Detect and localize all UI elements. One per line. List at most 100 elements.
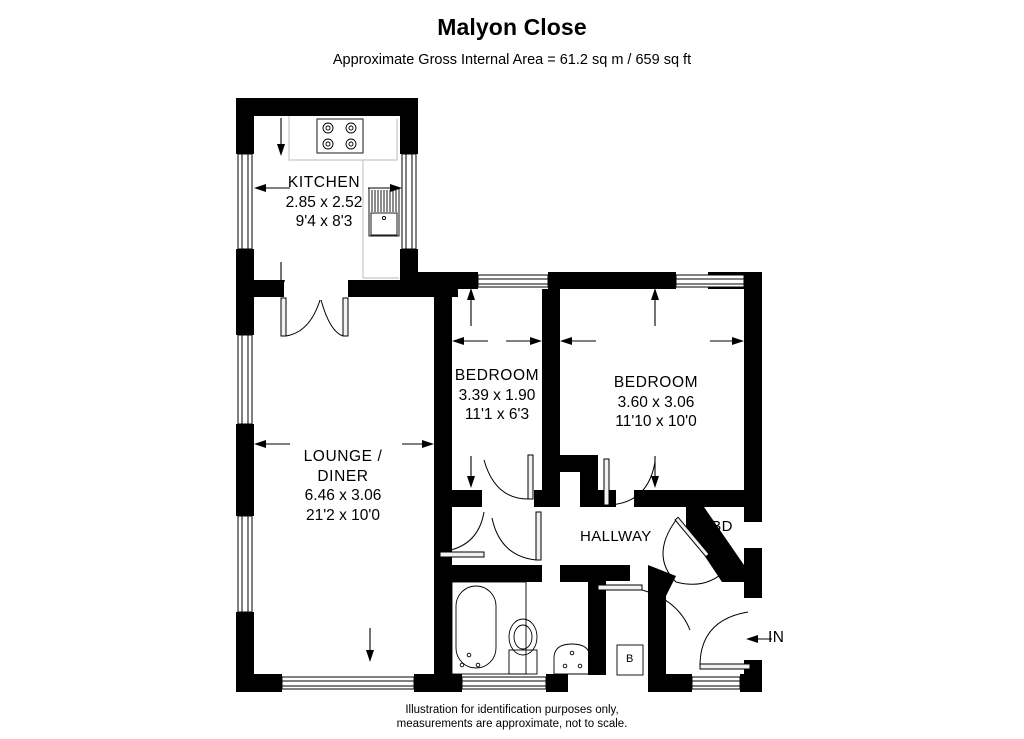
wall-lounge-left-c xyxy=(236,612,254,692)
door-entrance-arc xyxy=(699,611,749,667)
bath-outline xyxy=(451,581,527,675)
bedroom1-imperial: 11'1 x 6'3 xyxy=(464,406,530,423)
wall-bottom-left xyxy=(236,674,282,692)
wall-lounge-bath-divider xyxy=(434,565,452,675)
kitchen-metric: 2.85 x 2.52 xyxy=(285,193,363,211)
room-label-hallway: HALLWAY xyxy=(580,528,652,545)
door-lounge-leaf xyxy=(439,551,485,558)
wall-bottom-seg3 xyxy=(546,674,568,692)
lounge-imperial: 21'2 x 10'0 xyxy=(305,506,380,524)
door-bedroom1-leaf xyxy=(527,454,534,500)
wc-cistern xyxy=(508,649,538,675)
door-cbd-arc xyxy=(662,519,727,585)
lounge-name-line1: LOUNGE / xyxy=(303,448,383,465)
boiler-box xyxy=(616,644,644,676)
wall-right-mid xyxy=(744,548,762,598)
kitchen-counter-top xyxy=(288,116,398,161)
bedroom2-imperial: 11'10 x 10'0 xyxy=(615,413,697,430)
page-title: Malyon Close xyxy=(437,14,587,40)
wall-kitchen-left-upper xyxy=(236,98,254,154)
window-kitchen-left xyxy=(237,153,253,250)
wall-bottom-seg2 xyxy=(414,674,462,692)
wall-right-upper xyxy=(744,272,762,522)
wall-bedroom1-bottom-left xyxy=(434,490,482,507)
room-label-cupboard: CBD xyxy=(700,518,733,535)
door-kitchen-left-leaf xyxy=(280,297,287,337)
wall-kitchen-bottom-right xyxy=(348,280,420,297)
window-kitchen-right xyxy=(401,153,417,250)
bathroom-fixtures xyxy=(451,581,591,675)
wall-wc-right xyxy=(648,582,666,675)
kitchen-counter-right xyxy=(362,160,399,279)
hob-icon xyxy=(316,118,364,154)
wall-kitchen-right-upper xyxy=(400,98,418,154)
wall-cbd-top xyxy=(686,490,744,507)
lounge-metric: 6.46 x 3.06 xyxy=(304,487,382,504)
door-bedroom2-leaf xyxy=(603,458,610,506)
door-kitchen-right-leaf xyxy=(342,297,349,337)
lounge-name-line2: DINER xyxy=(317,467,369,485)
room-label-bedroom-2: BEDROOM 3.60 x 3.06 11'10 x 10'0 xyxy=(594,373,718,432)
wall-lounge-left-b xyxy=(236,424,254,516)
door-cbd-leaf xyxy=(674,516,710,558)
bedroom1-name: BEDROOM xyxy=(454,367,540,384)
door-lounge-arc xyxy=(439,511,485,553)
wall-bathroom-divider xyxy=(588,565,606,675)
kitchen-name: KITCHEN xyxy=(287,174,361,191)
kitchen-imperial: 9'4 x 8'3 xyxy=(295,213,353,230)
door-wc-leaf xyxy=(597,584,643,591)
bedroom1-metric: 3.39 x 1.90 xyxy=(458,386,536,404)
window-bedroom1 xyxy=(477,274,549,288)
wall-cbd-diagonal xyxy=(686,507,744,582)
wall-kitchen-top xyxy=(236,98,418,116)
room-label-lounge-diner: LOUNGE / DINER 6.46 x 3.06 21'2 x 10'0 xyxy=(282,447,404,525)
boiler-label: B xyxy=(626,653,634,665)
wall-top-bedroom1-jamb xyxy=(458,272,478,289)
window-lounge-bottom xyxy=(281,676,415,690)
wc-icon xyxy=(508,618,538,656)
window-lounge-left-upper xyxy=(237,334,253,425)
wall-top-bedroom2-left xyxy=(634,272,676,289)
basin-icon xyxy=(553,643,591,675)
door-bedroom2-arc xyxy=(608,461,656,506)
entrance-label: IN xyxy=(768,629,785,646)
footer-line-2: measurements are approximate, not to sca… xyxy=(396,718,628,730)
footer-line-1: Illustration for identification purposes… xyxy=(405,704,619,716)
room-label-bedroom-1: BEDROOM 3.39 x 1.90 11'1 x 6'3 xyxy=(437,366,557,425)
dimension-arrows xyxy=(254,118,772,662)
wall-group xyxy=(236,98,762,692)
wall-bedroom1-bottom-right xyxy=(534,490,560,507)
bath-icon xyxy=(455,585,497,669)
door-wc-arc xyxy=(641,589,691,631)
door-kitchen-right-arc xyxy=(320,299,344,337)
window-bedroom2 xyxy=(675,274,745,288)
wall-hall-nib xyxy=(580,490,602,507)
bedroom2-name: BEDROOM xyxy=(613,374,699,391)
wall-wc-top xyxy=(606,565,630,581)
window-lounge-left-lower xyxy=(237,515,253,613)
boiler-cupboard xyxy=(616,644,644,676)
door-bathroom-arc xyxy=(491,517,537,561)
door-bedroom1-arc xyxy=(483,459,529,500)
wall-top-bedroom1-right xyxy=(548,272,616,289)
kitchen-fixtures xyxy=(288,116,400,279)
door-kitchen-left-arc xyxy=(285,299,321,337)
window-entrance-bottom xyxy=(691,676,741,690)
bedroom2-metric: 3.60 x 3.06 xyxy=(617,393,695,411)
wall-bedroom2-bottom xyxy=(634,490,686,507)
page-subtitle: Approximate Gross Internal Area = 61.2 s… xyxy=(332,52,692,68)
door-group xyxy=(280,297,751,670)
wall-bedroom-divider xyxy=(542,289,560,490)
door-bathroom-leaf xyxy=(535,511,542,561)
wall-lounge-bed1-divider xyxy=(434,289,452,507)
wall-wc-diagonal xyxy=(648,565,676,596)
door-entrance-leaf xyxy=(699,663,751,670)
room-label-kitchen: KITCHEN 2.85 x 2.52 9'4 x 8'3 xyxy=(264,173,384,232)
window-group xyxy=(237,153,745,690)
wall-kitchen-bottom-left xyxy=(236,280,284,297)
wall-top-pier-mid xyxy=(616,272,634,289)
wall-lounge-left-a xyxy=(236,297,254,335)
wall-bathroom-top-left xyxy=(452,565,542,582)
wall-bottom-seg4 xyxy=(648,674,692,692)
